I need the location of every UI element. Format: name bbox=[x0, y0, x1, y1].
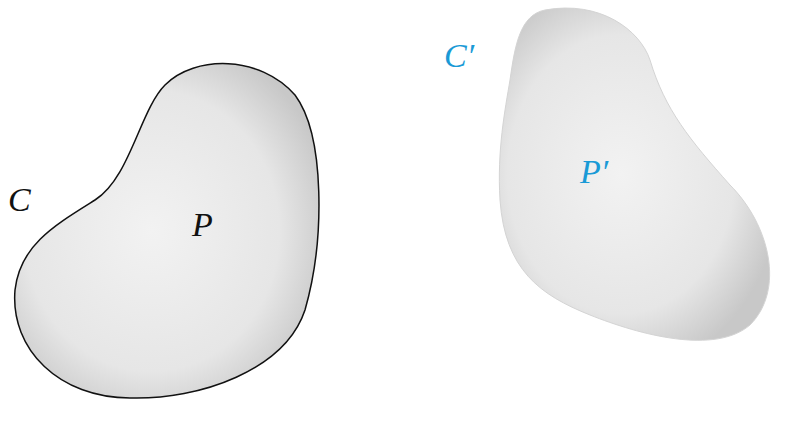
region-blob: CP bbox=[0, 55, 335, 410]
region-label: C bbox=[8, 180, 31, 219]
blob-outline bbox=[438, 0, 788, 350]
point-label: P bbox=[192, 205, 213, 244]
region-label: C′ bbox=[444, 36, 474, 75]
region-blob: C′ P′ bbox=[438, 0, 788, 350]
point-label: P′ bbox=[580, 152, 608, 191]
blob-outline bbox=[0, 55, 335, 410]
